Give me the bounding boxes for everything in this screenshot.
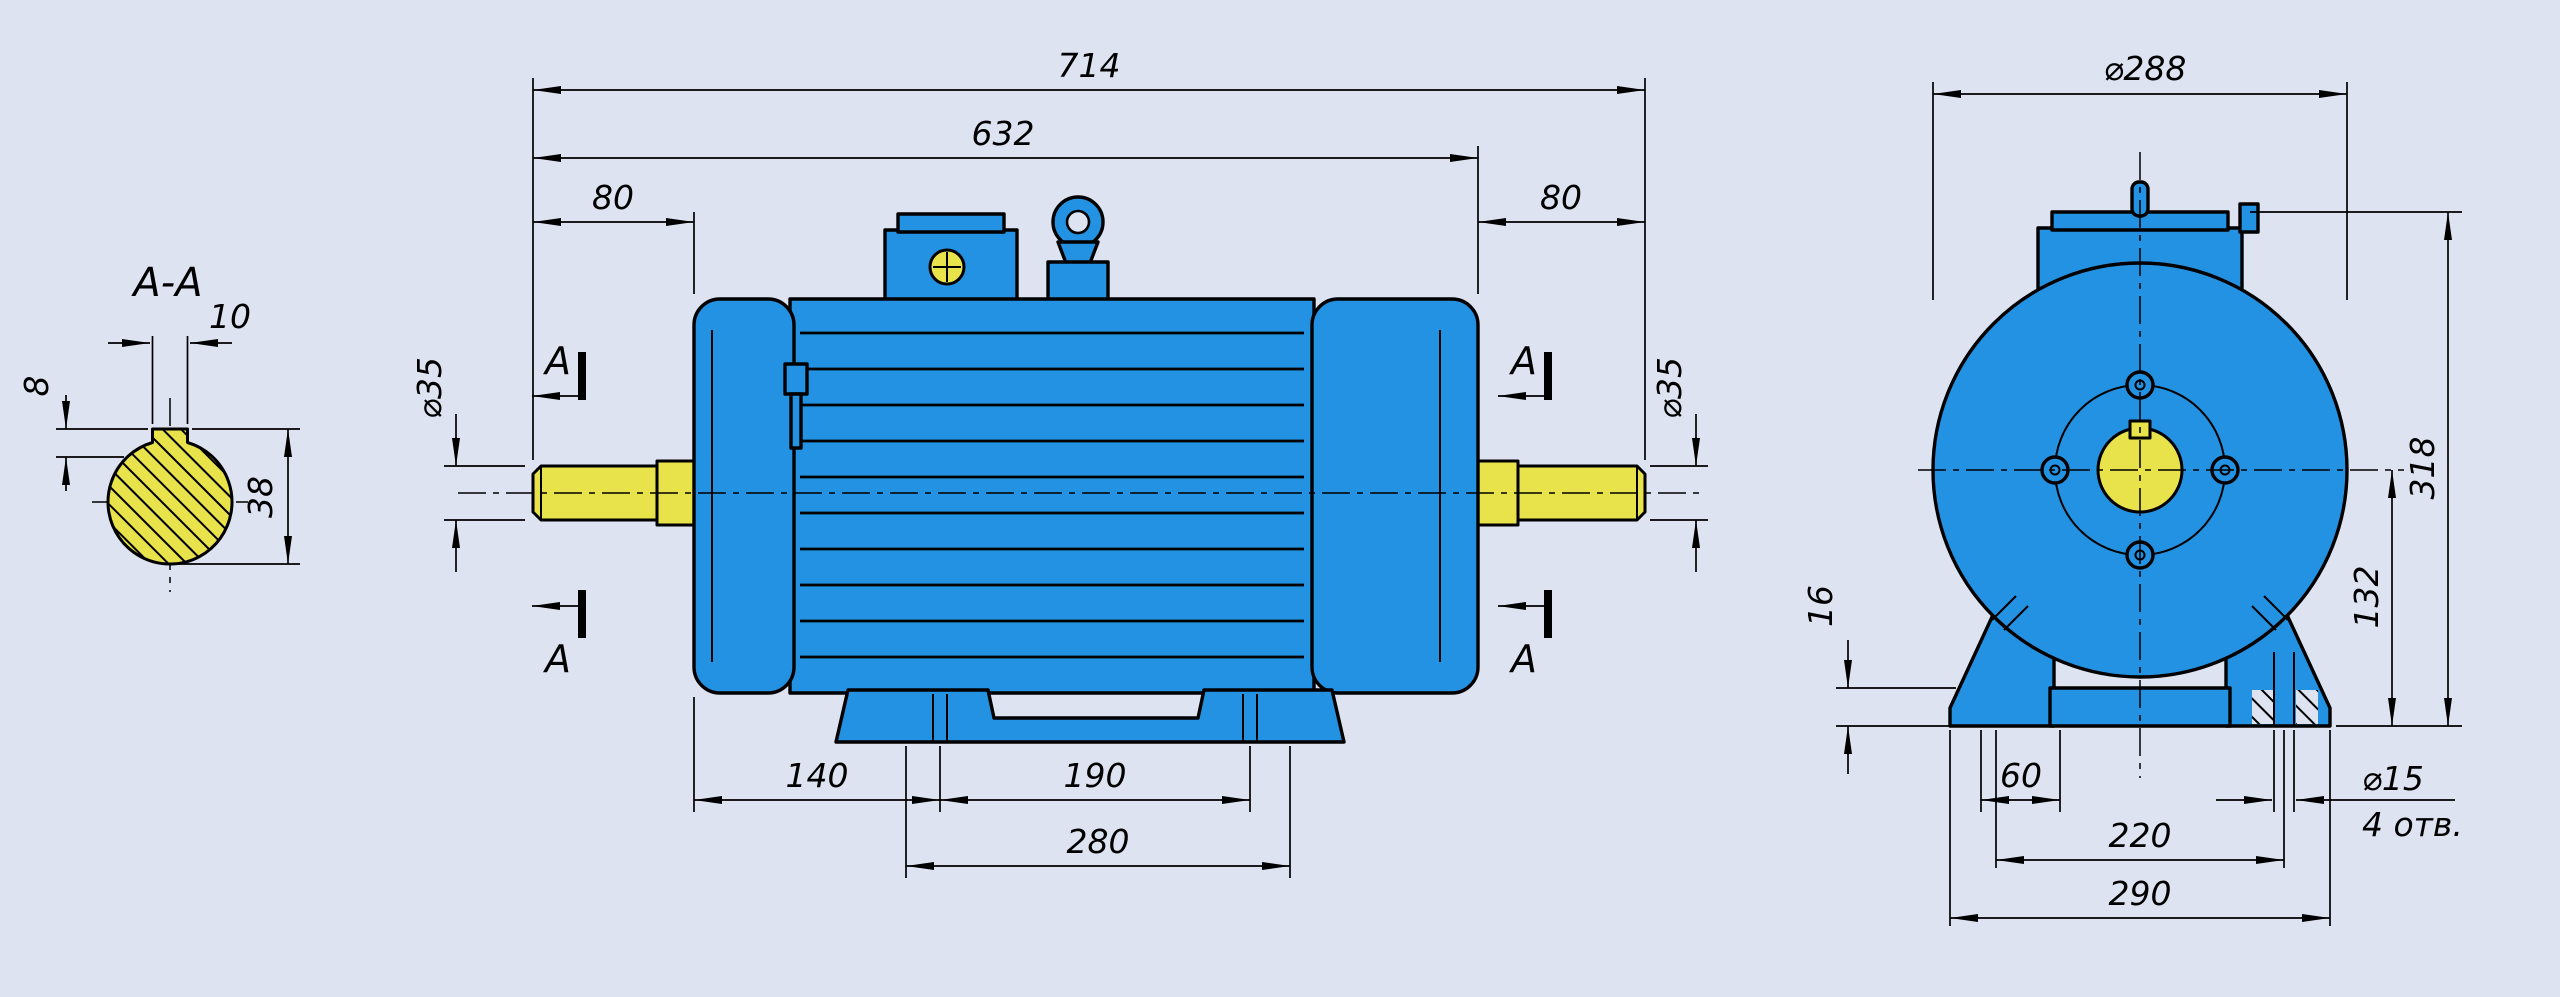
dims-side-top: 714 632 80 80 (532, 46, 1646, 460)
dims-front-bottom: 60 220 290 (1949, 730, 2331, 926)
dim-key-width: 10 (108, 297, 251, 424)
lifting-eye-base (1056, 240, 1100, 265)
dim-frame-length-text: 632 (972, 114, 1035, 153)
grease-fitting (783, 362, 809, 396)
end-shield-left (692, 297, 796, 695)
dim-front-hole-span-text: 220 (2109, 816, 2172, 855)
dim-shaft-height-text: 38 (241, 476, 280, 518)
section-letter-top-left: A (542, 339, 571, 383)
dim-key-height: 8 (17, 376, 148, 491)
dim-overall-height: 318 (2250, 211, 2462, 727)
side-view: A A A A 714 632 80 80 ⌀35 (410, 46, 1708, 878)
dims-side-bottom: 140 190 280 (693, 697, 1291, 878)
dim-overall-height-text: 318 (2403, 437, 2442, 500)
section-view-a-a: A-A 10 8 38 (17, 260, 300, 592)
dim-hole-dia: ⌀15 4 отв. (2216, 730, 2463, 844)
lifting-eye-pedestal (1046, 260, 1110, 304)
dim-foot-outer-span-text: 280 (1067, 822, 1130, 861)
dim-shaft-ext-left-text: 80 (592, 178, 634, 217)
dim-axis-height: 132 (2347, 470, 2396, 726)
dim-foot-hole-span-text: 190 (1064, 756, 1127, 795)
section-label: A-A (130, 260, 202, 306)
dim-axis-height-text: 132 (2347, 566, 2386, 629)
section-letter-bottom-right: A (1508, 637, 1537, 681)
foot-chamfer-ticks (1991, 595, 2289, 631)
dim-shaft-height: 38 (174, 428, 300, 565)
dim-shaft-ext-right-text: 80 (1540, 178, 1582, 217)
lifting-eye-hole (1065, 209, 1091, 235)
section-letter-top-right: A (1508, 339, 1537, 383)
dim-overall-length-text: 714 (1058, 46, 1121, 85)
cooling-fins (800, 331, 1304, 659)
dim-key-width-text: 10 (209, 297, 251, 336)
terminal-box-lid (896, 212, 1006, 234)
front-view: ⌀288 318 132 16 (1801, 49, 2463, 926)
shaft-section-hatching (108, 429, 232, 564)
foot-slot-lines (932, 694, 1258, 742)
dim-plate-thickness-text: 16 (1801, 585, 1840, 627)
grease-fitting-stem (789, 392, 803, 450)
dim-shaft-dia-left-text: ⌀35 (410, 357, 449, 419)
dim-foot-pad-width-text: 60 (2000, 756, 2042, 795)
dim-key-height-text: 8 (17, 376, 56, 397)
end-shield-right (1310, 297, 1480, 695)
foot-hole-section (2252, 652, 2318, 726)
section-cut-marks: A A A A (532, 339, 1552, 681)
section-letter-bottom-left: A (542, 637, 571, 681)
dim-shaft-dia-left: ⌀35 (410, 357, 525, 572)
cable-entry-front (2238, 202, 2260, 234)
dim-hole-count-text: 4 отв. (2362, 805, 2463, 844)
dim-frame-dia: ⌀288 (1932, 49, 2348, 300)
dim-foot-offset-text: 140 (786, 756, 849, 795)
mounting-feet (834, 688, 1346, 744)
dim-shaft-dia-right-text: ⌀35 (1650, 357, 1689, 419)
dim-plate-thickness: 16 (1801, 585, 1956, 774)
dim-base-width-text: 290 (2109, 874, 2172, 913)
dim-frame-dia-text: ⌀288 (2104, 49, 2187, 88)
dim-hole-dia-text: ⌀15 (2362, 759, 2424, 798)
stator-housing (788, 297, 1316, 695)
dim-shaft-dia-right: ⌀35 (1650, 357, 1708, 572)
